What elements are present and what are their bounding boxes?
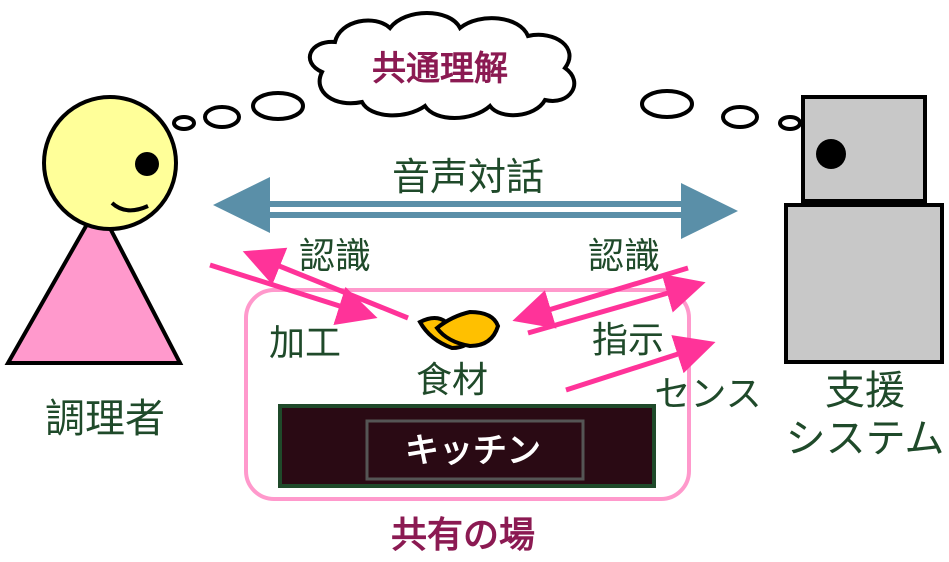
thought-bubbles-left [172, 91, 305, 131]
cook-body [4, 200, 184, 365]
dialogue-label: 音声対話 [392, 155, 544, 199]
thought-cloud: 共通理解 [308, 11, 577, 120]
system-arrows [512, 265, 716, 393]
system-instruct-label: 指示 [592, 320, 664, 361]
thought-bubbles-right [640, 89, 802, 131]
cook-figure [4, 95, 184, 365]
cook-label: 調理者 [45, 396, 165, 442]
arrow-system-instruct [527, 274, 706, 336]
cook-eye [135, 152, 159, 176]
system-sense-label: センス [654, 374, 761, 415]
ingredients-icon [417, 309, 501, 351]
kitchen: キッチン [278, 404, 656, 488]
cook-head [42, 95, 178, 231]
arrow-cook-recognize [242, 247, 409, 321]
arrow-system-sense [565, 335, 716, 393]
cook-mouth [110, 201, 149, 213]
system-label-line2: システム [786, 416, 945, 462]
arrow-cook-process [209, 262, 378, 326]
cook-process-label: 加工 [269, 323, 341, 364]
ingredients-label: 食材 [416, 360, 488, 401]
shared-place-box [244, 288, 691, 501]
shared-place-label: 共有の場 [391, 515, 535, 556]
arrow-system-recognize [512, 265, 689, 329]
cook-recognize-label: 認識 [299, 236, 371, 277]
system-figure [784, 95, 944, 364]
thought-label: 共通理解 [372, 49, 508, 89]
system-body [784, 203, 944, 364]
dialogue-arrow [213, 177, 738, 239]
system-label-line1: 支援 [825, 368, 905, 414]
system-recognize-label: 認識 [588, 236, 660, 277]
system-eye [816, 139, 846, 169]
kitchen-label: キッチン [405, 431, 541, 471]
cook-arrows [209, 247, 409, 326]
